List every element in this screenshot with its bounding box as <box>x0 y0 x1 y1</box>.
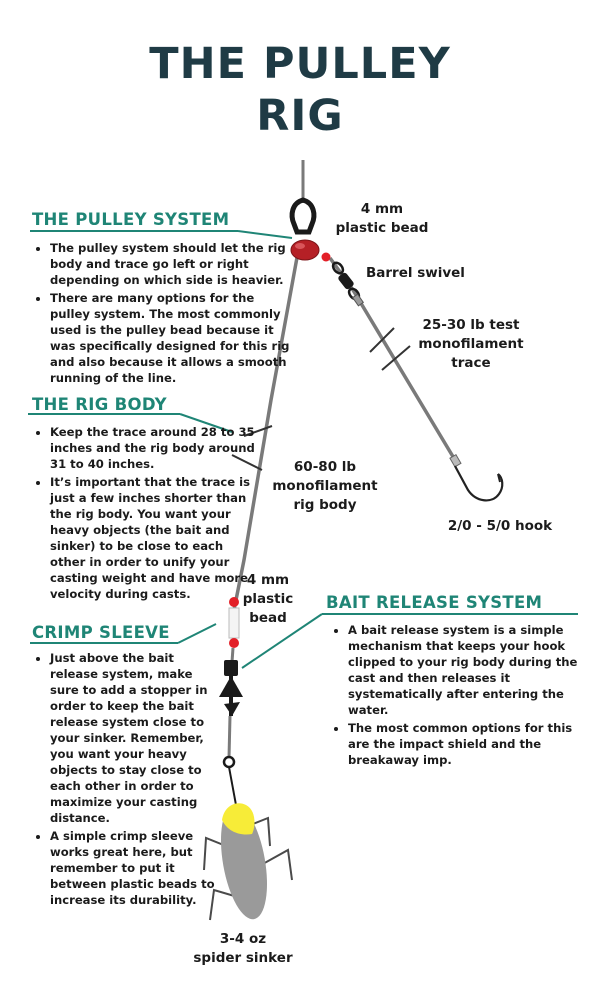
spider-sinker-icon <box>203 803 293 921</box>
rig-body-bullet-2: It’s important that the trace is just a … <box>50 474 260 602</box>
heading-rig-body: THE RIG BODY <box>32 395 167 414</box>
label-hook: 2/0 - 5/0 hook <box>447 518 553 534</box>
label-lower-bead: 4 mm plastic bead <box>242 572 294 626</box>
pointer-bait-release <box>241 613 323 669</box>
crimp-sleeve-bullets: Just above the bait release system, make… <box>32 650 220 910</box>
trace-break-mark <box>369 327 411 371</box>
label-barrel-swivel: Barrel swivel <box>366 265 465 281</box>
heading-pulley-system: THE PULLEY SYSTEM <box>32 210 230 229</box>
lower-bead-bottom <box>229 638 239 648</box>
heading-underlines <box>28 230 578 669</box>
rig-body-bullets: Keep the trace around 28 to 35 inches an… <box>32 424 260 604</box>
rig-body-break-mark <box>231 425 273 471</box>
swivel-bead <box>321 252 331 262</box>
heading-bait-release: BAIT RELEASE SYSTEM <box>326 593 543 612</box>
bait-release-icon <box>219 660 243 716</box>
label-sinker: 3-4 oz spider sinker <box>193 931 293 966</box>
rig-body-line <box>232 251 300 611</box>
bait-release-bullets: A bait release system is a simple mechan… <box>330 622 584 770</box>
pulley-system-bullets: The pulley system should let the rig bod… <box>32 240 296 388</box>
label-rig-body: 60-80 lb monofilament rig body <box>272 459 378 513</box>
trace-crimp-top <box>351 293 365 307</box>
crimp-sleeve-bullet-1: Just above the bait release system, make… <box>50 650 220 826</box>
lower-bead-top <box>229 597 239 607</box>
bait-release-bullet-1: A bait release system is a simple mechan… <box>348 622 584 718</box>
label-top-bead: 4 mm plastic bead <box>335 201 429 236</box>
crimp-sleeve-bullet-2: A simple crimp sleeve works great here, … <box>50 828 220 908</box>
trace-crimp-bottom <box>449 453 462 468</box>
title-line-1: THE PULLEY <box>149 39 451 89</box>
snap-link-icon <box>289 197 317 235</box>
pointer-crimp-sleeve <box>177 623 217 644</box>
pulley-system-bullet-2: There are many options for the pulley sy… <box>50 290 296 386</box>
pulley-system-bullet-1: The pulley system should let the rig bod… <box>50 240 296 288</box>
bait-release-bullet-2: The most common options for this are the… <box>348 720 584 768</box>
label-trace: 25-30 lb test monofilament trace <box>418 317 524 371</box>
pointer-rig-body <box>179 413 233 433</box>
sinker-ring <box>222 755 236 769</box>
title-line-2: RIG <box>256 91 344 141</box>
barrel-swivel-icon <box>331 261 361 301</box>
heading-crimp-sleeve: CRIMP SLEEVE <box>32 623 170 642</box>
hook-icon <box>454 465 504 502</box>
rig-body-bullet-1: Keep the trace around 28 to 35 inches an… <box>50 424 260 472</box>
pointer-pulley-system <box>237 230 293 239</box>
